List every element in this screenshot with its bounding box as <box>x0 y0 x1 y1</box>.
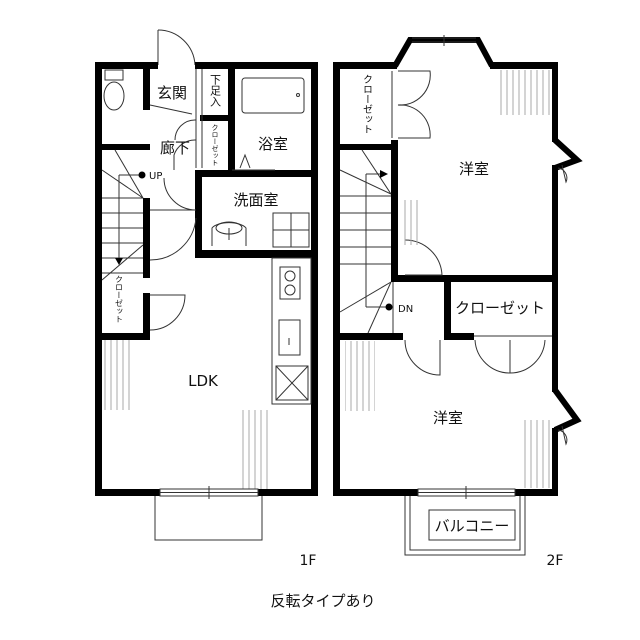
room-hatch <box>345 341 375 411</box>
stairs-start-dot <box>385 303 393 311</box>
room-label-western-room-1: 洋室 <box>459 160 489 178</box>
floor-label-2f: 2F <box>547 553 564 569</box>
room-label-entrance: 玄関 <box>157 84 187 102</box>
reverse-type-note: 反転タイプあり <box>270 592 375 610</box>
fixtures-2f <box>339 35 568 556</box>
room-hatch <box>400 200 420 245</box>
entrance-door <box>157 29 196 66</box>
ldk-hatch <box>102 340 132 410</box>
room-label-closet-stairs: クローゼット <box>115 275 124 323</box>
room-label-western-room-2: 洋室 <box>433 409 463 427</box>
fixtures-1f <box>101 69 312 405</box>
floor-1: 玄関 下足入 クローゼット 廊下 浴室 洗面室 UP クローゼット LDK 1F <box>95 29 318 569</box>
walls-2f <box>333 37 583 496</box>
stairs-up-label: UP <box>149 171 162 182</box>
stairs-down-label: DN <box>398 304 413 315</box>
stairs-arrow-icon <box>115 258 123 265</box>
floor-label-1f: 1F <box>300 553 317 569</box>
stairs-start-dot <box>138 171 146 179</box>
window-1f <box>154 486 263 541</box>
room-label-bathroom: 浴室 <box>258 135 288 153</box>
room-label-ldk: LDK <box>188 372 219 390</box>
balcony-label-box <box>428 509 516 541</box>
room-label-closet-small: クローゼット <box>211 124 219 166</box>
room-label-closet: クローゼット <box>455 299 545 317</box>
room-label-closet-top: クローゼット <box>361 74 373 134</box>
room-label-balcony: バルコニー <box>435 517 510 535</box>
stairs-arrow-icon <box>380 170 388 178</box>
ldk-hatch <box>240 410 270 489</box>
walls-1f <box>95 62 318 496</box>
floor-2: クローゼット 洋室 DN クローゼット 洋室 バルコニー 2F <box>333 35 583 569</box>
room-label-washroom: 洗面室 <box>233 191 278 209</box>
room-hatch <box>500 70 550 115</box>
room-label-shoe-storage: 下足入 <box>209 74 222 107</box>
room-label-hallway: 廊下 <box>160 139 190 157</box>
room-hatch <box>520 420 550 488</box>
